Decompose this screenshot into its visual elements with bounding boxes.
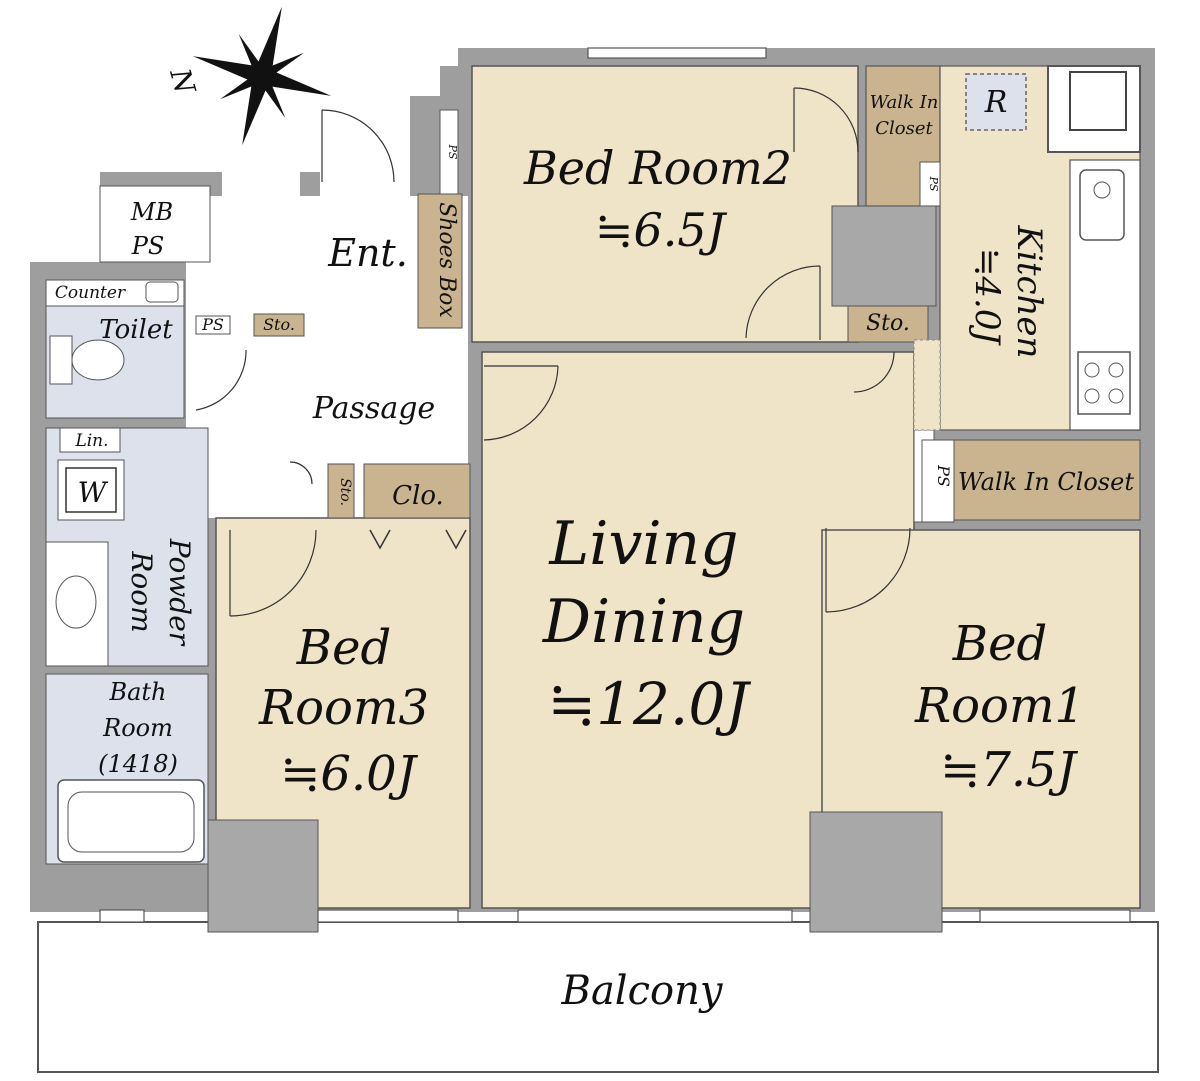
compass-icon: [192, 6, 332, 146]
bathtub-inner: [67, 791, 195, 853]
ps-box-right: [921, 439, 955, 523]
mb-label: MB: [130, 198, 173, 226]
bedroom3-size: ≒6.0J: [280, 746, 419, 802]
mb-ps-label: PS: [131, 232, 165, 260]
sto-label-small: Sto.: [337, 478, 353, 506]
compass-north-label: N: [163, 64, 202, 99]
sink-icon: [1079, 169, 1125, 241]
ps-shaft-kitchen: [919, 161, 941, 207]
counter-label: Counter: [55, 283, 126, 303]
bedroom1-size: ≒7.5J: [940, 742, 1079, 798]
linen-label: Lin.: [74, 431, 108, 451]
linen-shelf: [59, 427, 121, 453]
toilet-bowl-icon: [71, 339, 125, 381]
storage-sto-upper: [847, 305, 929, 343]
ps-box-toilet: [195, 315, 231, 335]
toilet-label: Toilet: [99, 315, 173, 345]
duct-box: [1069, 71, 1127, 131]
shoes-box: [417, 193, 463, 329]
stove-icon: [1077, 351, 1131, 415]
ps-label-right: PS: [934, 464, 953, 487]
fridge-label: R: [984, 85, 1008, 120]
column-br3: [207, 819, 319, 933]
balcony-label: Balcony: [561, 968, 724, 1014]
mb-ps-shaft: [99, 185, 211, 263]
shoes-box-label: Shoes Box: [434, 202, 459, 318]
living-label-2: Dining: [542, 587, 745, 657]
closet-clo: [363, 463, 471, 519]
ps-shaft-entry: [439, 109, 459, 195]
balcony-area: [37, 921, 1159, 1073]
walk-in-label-1: Walk In: [870, 92, 939, 113]
washer-label: W: [78, 476, 109, 509]
entrance-label: Ent.: [327, 231, 408, 275]
walk-in-closet-label: Walk In Closet: [958, 468, 1134, 496]
powder-label-1: Powder: [163, 538, 196, 647]
ps-label-kitchen: PS: [927, 176, 940, 192]
kitchen-corridor: [913, 339, 941, 431]
door-swings: [195, 87, 911, 617]
bedroom2-label: Bed Room2: [523, 141, 792, 195]
bedroom1-label-1: Bed: [952, 616, 1047, 672]
bedroom2-size: ≒6.5J: [595, 203, 728, 257]
bath-label-3: (1418): [98, 750, 178, 778]
toilet-basin-icon: [145, 281, 179, 303]
ps-label-toilet: PS: [201, 315, 224, 334]
storage-sto-small: [327, 463, 355, 519]
powder-label-2: Room: [125, 550, 158, 632]
washer-icon: [65, 467, 117, 513]
storage-sto-toilet: [253, 313, 305, 337]
clo-label: Clo.: [392, 481, 444, 511]
bedroom1-label-2: Room1: [914, 678, 1085, 734]
living-size: ≒12.0J: [548, 670, 752, 738]
entry-porch: [320, 108, 410, 196]
vanity-sink-icon: [55, 575, 97, 629]
ps-label-entry: PS: [446, 144, 459, 160]
bath-label-2: Room: [102, 714, 173, 742]
bedroom3-label-2: Room3: [258, 680, 429, 736]
kitchen-size: ≒4.0J: [967, 248, 1007, 347]
passage-label: Passage: [312, 391, 435, 426]
sink-drain-icon: [1093, 181, 1111, 199]
bedroom3-label-1: Bed: [296, 620, 391, 676]
toilet-tank-icon: [49, 335, 73, 385]
sto-label-upper: Sto.: [866, 311, 910, 336]
kitchen-label: Kitchen: [1009, 225, 1049, 359]
bath-label-1: Bath: [108, 678, 166, 706]
structural-column: [831, 205, 937, 307]
sto-label-toilet: Sto.: [263, 315, 295, 334]
windows: [99, 47, 1131, 923]
living-label-1: Living: [548, 509, 738, 579]
column-br1: [809, 811, 943, 933]
walk-in-closet-right: [953, 439, 1141, 521]
fridge-space: [965, 73, 1027, 131]
walk-in-label-2: Closet: [875, 118, 933, 139]
